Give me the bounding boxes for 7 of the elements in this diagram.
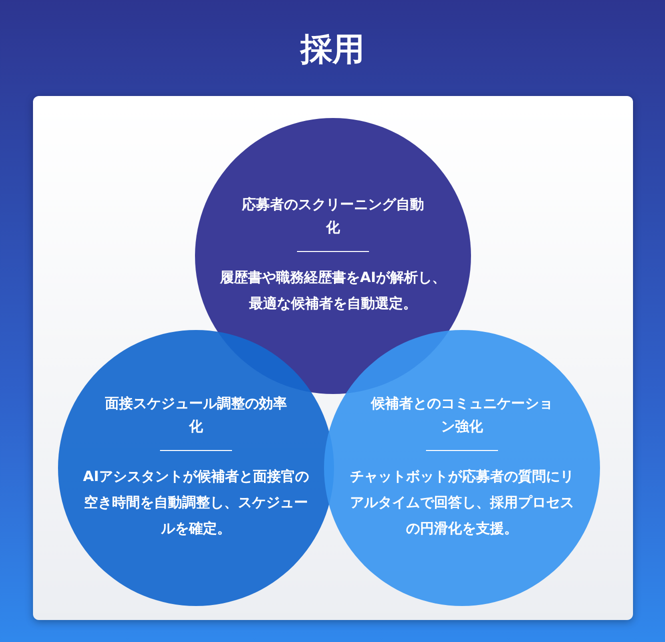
circle-description: AIアシスタントが候補者と面接官の空き時間を自動調整し、スケジュールを確定。	[82, 468, 310, 539]
circle-description: チャットボットが応募者の質問にリアルタイムで回答し、採用プロセスの円滑化を支援。	[349, 468, 575, 539]
circle-description: 履歴書や職務経歴書をAIが解析し、最適な候補者を自動選定。	[218, 269, 448, 314]
circle-heading: 面接スケジュール調整の効率化	[104, 394, 288, 437]
diagram-title: 採用	[300, 29, 364, 70]
circle-heading: 応募者のスクリーニング自動化	[240, 196, 425, 238]
circle-heading: 候補者とのコミュニケーション強化	[370, 395, 554, 437]
